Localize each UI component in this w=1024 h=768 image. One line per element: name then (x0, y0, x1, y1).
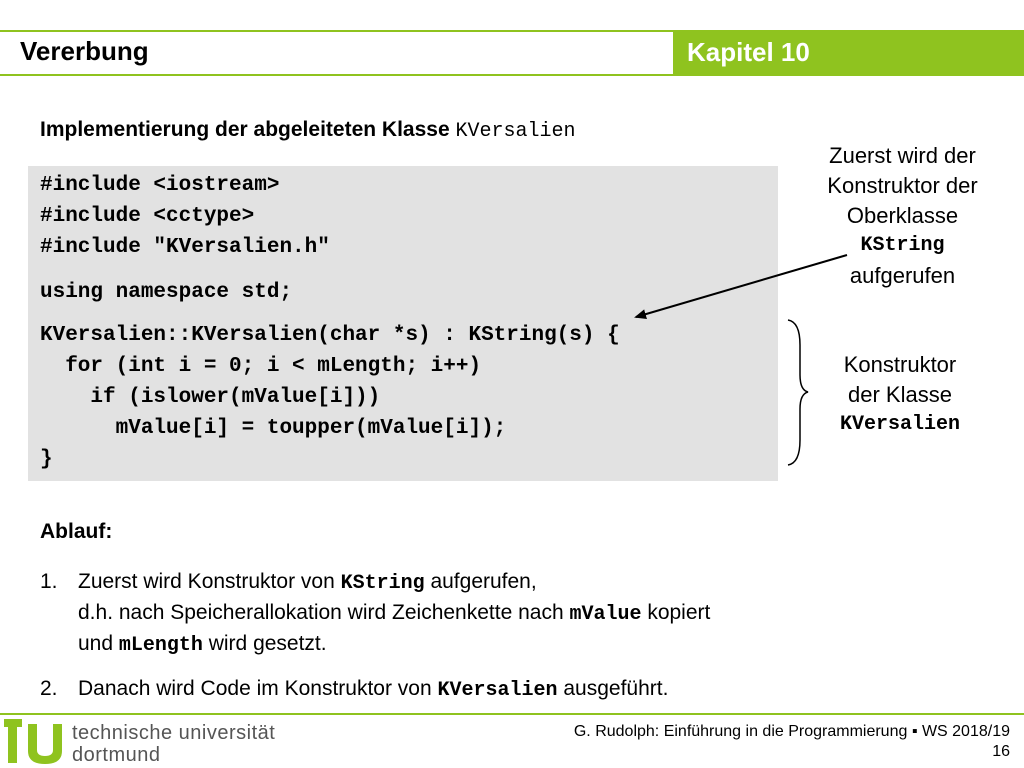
header-bottom-rule (0, 74, 1024, 76)
section-heading: Implementierung der abgeleiteten Klasse … (40, 118, 576, 143)
list-item-number: 2. (40, 677, 58, 700)
note-constructor-line-2: der Klasse (848, 382, 952, 407)
list-item: 1. Zuerst wird Konstruktor von KString a… (40, 566, 940, 661)
tu-logo-icon (4, 719, 62, 764)
code-line-8: mValue[i] = toupper(mValue[i]); (40, 417, 507, 440)
note-superclass: Zuerst wird der Konstruktor der Oberklas… (790, 141, 1015, 291)
code-line-4: using namespace std; (40, 281, 293, 304)
page-number: 16 (992, 743, 1010, 760)
code-line-1: #include <iostream> (40, 174, 280, 197)
note-superclass-code: KString (860, 234, 945, 257)
list-item-line: und mLength wird gesetzt. (78, 632, 327, 657)
list-item-line: d.h. nach Speicherallokation wird Zeiche… (78, 601, 711, 626)
footer-info: G. Rudolph: Einführung in die Programmie… (574, 722, 1010, 762)
code-line-9: } (40, 448, 53, 471)
note-superclass-line-5: aufgerufen (849, 263, 956, 288)
code-line-2: #include <cctype> (40, 205, 255, 228)
section-heading-code: KVersalien (455, 120, 576, 143)
list-item-number: 1. (40, 570, 58, 593)
ablauf-heading: Ablauf: (40, 520, 113, 543)
slide-title: Vererbung (20, 36, 149, 66)
arrow-to-kstring (634, 254, 848, 319)
list-item-line: Zuerst wird Konstruktor von KString aufg… (78, 570, 537, 595)
code-line-6: for (int i = 0; i < mLength; i++) (40, 355, 482, 378)
code-block (28, 166, 778, 481)
chapter-badge: Kapitel 10 (673, 30, 1024, 75)
note-constructor-code: KVersalien (839, 413, 961, 436)
code-line-3: #include "KVersalien.h" (40, 236, 330, 259)
note-superclass-line-1: Zuerst wird der (829, 143, 976, 168)
curly-brace (787, 319, 809, 466)
list-item-line: Danach wird Code im Konstruktor von KVer… (78, 677, 669, 702)
note-superclass-line-3: Oberklasse (846, 203, 959, 228)
code-line-7: if (islower(mValue[i])) (40, 386, 381, 409)
footer-citation: G. Rudolph: Einführung in die Programmie… (573, 723, 1010, 740)
list-item: 2. Danach wird Code im Konstruktor von K… (40, 673, 940, 704)
footer-rule (0, 713, 1024, 715)
university-name-line-1: technische universität (72, 722, 276, 744)
note-superclass-line-2: Konstruktor der (827, 173, 978, 198)
university-name-line-2: dortmund (72, 744, 161, 766)
code-line-5: KVersalien::KVersalien(char *s) : KStrin… (40, 324, 620, 347)
university-name: technische universität dortmund (72, 722, 275, 766)
header-top-rule (0, 30, 1024, 32)
note-constructor-line-1: Konstruktor (843, 352, 957, 377)
note-constructor: Konstruktor der Klasse KVersalien (800, 350, 1000, 440)
section-heading-text: Implementierung der abgeleiteten Klasse (40, 118, 456, 141)
